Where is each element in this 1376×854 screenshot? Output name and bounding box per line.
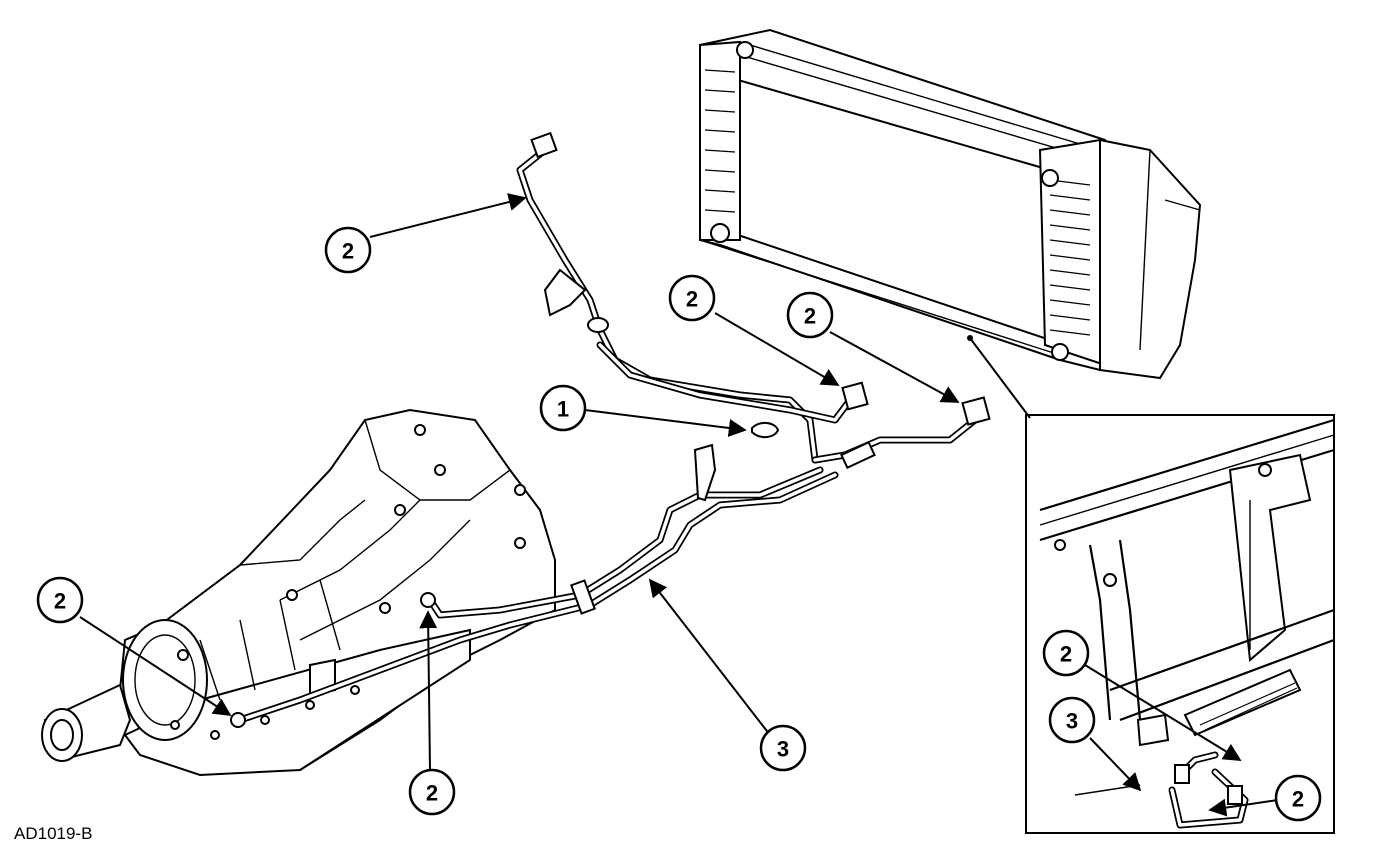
callout-2-upper-left: 2 xyxy=(324,226,372,274)
callout-2-bottom: 2 xyxy=(408,768,456,816)
leader-2d xyxy=(79,616,232,716)
callout-2-upper-middle: 2 xyxy=(668,274,716,322)
leader-1 xyxy=(584,409,747,437)
callout-label: 2 xyxy=(804,304,816,329)
leader-3b xyxy=(1089,737,1142,792)
callout-label: 3 xyxy=(1066,709,1078,734)
leader-2e xyxy=(419,610,438,771)
callout-label: 2 xyxy=(54,589,66,614)
callout-label: 2 xyxy=(1060,642,1072,667)
callout-3-inset: 3 xyxy=(1048,696,1096,744)
transmission-cooler-lines xyxy=(230,131,991,728)
callout-2-inset-upper: 2 xyxy=(1042,629,1090,677)
leader-3a xyxy=(648,578,771,736)
callout-2-inset-lower: 2 xyxy=(1274,774,1322,822)
leader-2a xyxy=(369,193,527,238)
transmission xyxy=(41,408,556,777)
auxiliary-cooler-detail xyxy=(969,337,1335,834)
callout-3-main: 3 xyxy=(759,724,807,772)
callout-label: 1 xyxy=(557,397,569,422)
callout-2-upper-right: 2 xyxy=(786,291,834,339)
figure-id: AD1019-B xyxy=(14,824,93,843)
callout-label: 2 xyxy=(342,239,354,264)
callout-label: 2 xyxy=(686,287,698,312)
leader-2c xyxy=(829,331,960,403)
leader-2b xyxy=(714,312,840,386)
callout-1: 1 xyxy=(539,384,587,432)
callout-label: 2 xyxy=(1292,787,1304,812)
radiator xyxy=(699,28,1202,380)
leader-lines xyxy=(79,193,1279,817)
callout-label: 3 xyxy=(777,737,789,762)
callout-2-left: 2 xyxy=(36,576,84,624)
leader-2f xyxy=(1084,664,1242,761)
leader-2g xyxy=(1208,798,1279,817)
callout-label: 2 xyxy=(426,781,438,806)
